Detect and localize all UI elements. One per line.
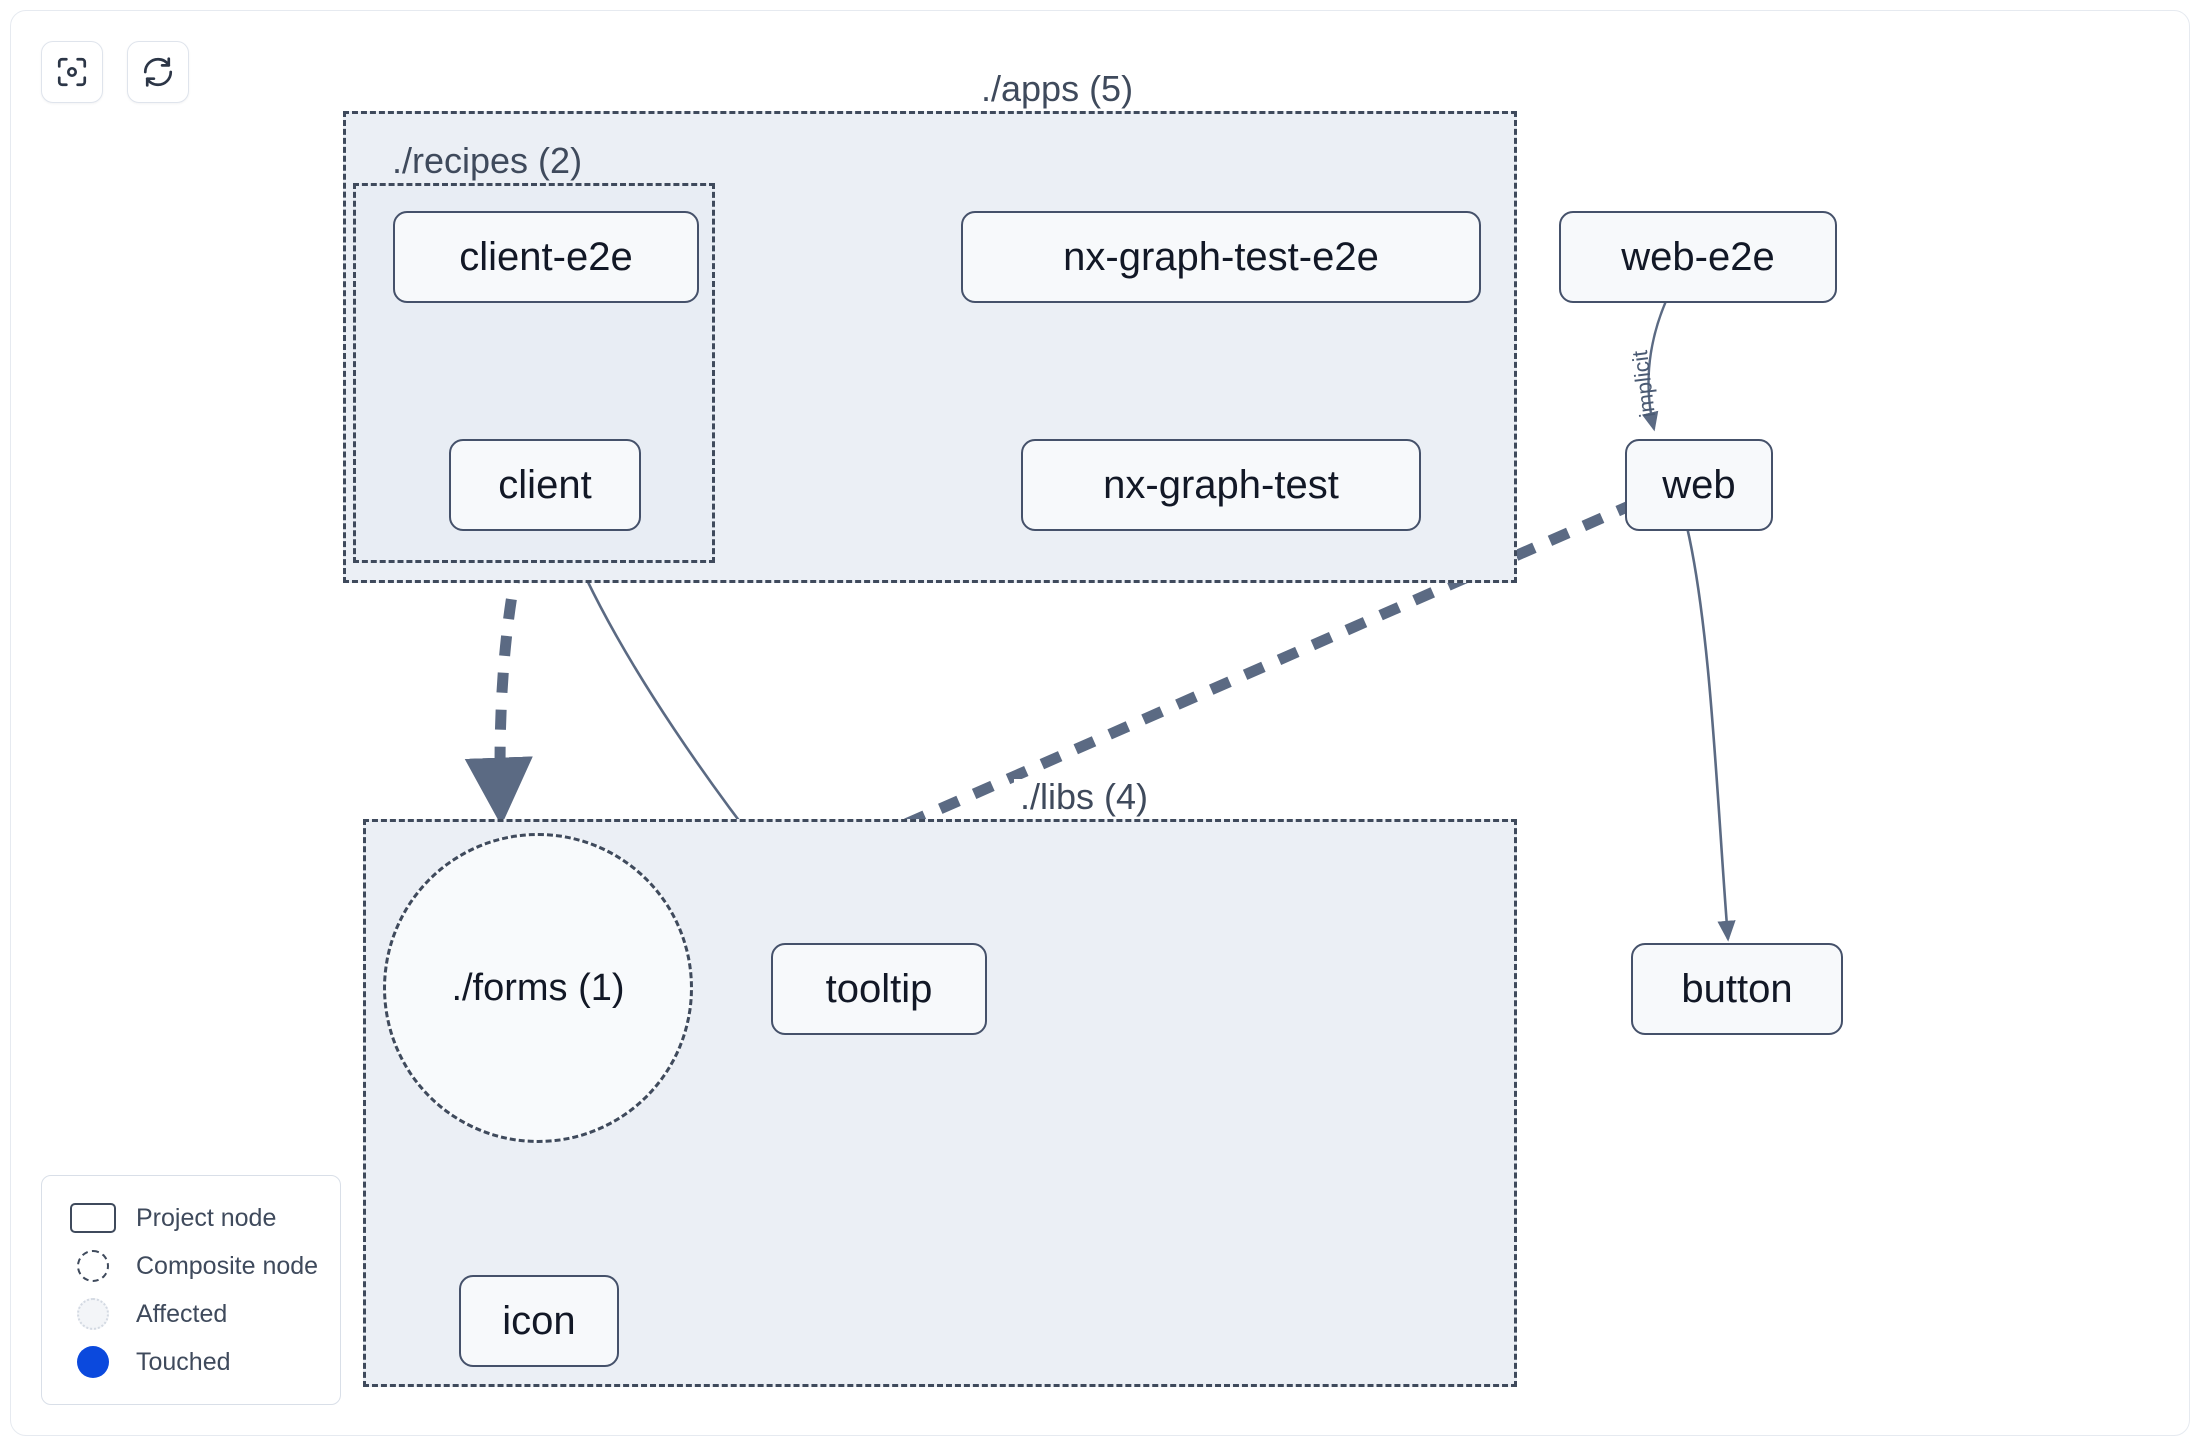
- graph-legend: Project node Composite node Affected Tou…: [41, 1175, 341, 1405]
- legend-item-project-node: Project node: [62, 1194, 320, 1242]
- focus-target-icon: [55, 55, 89, 89]
- graph-toolbar: [41, 41, 189, 103]
- refresh-icon: [141, 55, 175, 89]
- focus-graph-button[interactable]: [41, 41, 103, 103]
- group-label-recipes: ./recipes (2): [392, 140, 583, 181]
- legend-item-touched: Touched: [62, 1338, 320, 1386]
- affected-swatch: [62, 1298, 124, 1330]
- node-label: icon: [502, 1299, 576, 1343]
- node-nx-graph-test[interactable]: nx-graph-test: [1021, 439, 1421, 531]
- node-label: client-e2e: [459, 235, 633, 279]
- edge-label-implicit-3: implicit: [1627, 349, 1660, 419]
- legend-item-affected: Affected: [62, 1290, 320, 1338]
- node-forms[interactable]: ./forms (1): [383, 833, 693, 1143]
- node-label: client: [498, 463, 592, 507]
- legend-item-composite-node: Composite node: [62, 1242, 320, 1290]
- group-label-apps: ./apps (5): [975, 71, 1140, 107]
- node-label: nx-graph-test-e2e: [1063, 235, 1379, 279]
- legend-label: Project node: [136, 1203, 277, 1232]
- group-label-libs: ./libs (4): [1014, 779, 1155, 815]
- node-label: web-e2e: [1621, 235, 1775, 279]
- refresh-graph-button[interactable]: [127, 41, 189, 103]
- node-web[interactable]: web: [1625, 439, 1773, 531]
- composite-node-swatch: [62, 1250, 124, 1282]
- legend-label: Composite node: [136, 1251, 319, 1280]
- legend-label: Touched: [136, 1347, 231, 1376]
- node-label: web: [1662, 463, 1736, 507]
- node-client-e2e[interactable]: client-e2e: [393, 211, 699, 303]
- node-web-e2e[interactable]: web-e2e: [1559, 211, 1837, 303]
- node-nx-graph-test-e2e[interactable]: nx-graph-test-e2e: [961, 211, 1481, 303]
- node-label: ./forms (1): [451, 967, 625, 1009]
- node-icon[interactable]: icon: [459, 1275, 619, 1367]
- node-button[interactable]: button: [1631, 943, 1843, 1035]
- edge-web-to-button: [1685, 526, 1736, 942]
- project-node-swatch: [62, 1203, 124, 1233]
- node-tooltip[interactable]: tooltip: [771, 943, 987, 1035]
- node-label: button: [1681, 967, 1793, 1011]
- touched-swatch: [62, 1346, 124, 1378]
- legend-label: Affected: [136, 1299, 228, 1328]
- node-label: nx-graph-test: [1103, 463, 1339, 507]
- node-client[interactable]: client: [449, 439, 641, 531]
- graph-canvas-card: ./apps (5) ./recipes (2) ./libs (4): [10, 10, 2190, 1436]
- node-label: tooltip: [825, 967, 933, 1011]
- edge-webe2e-to-web: [1641, 300, 1668, 432]
